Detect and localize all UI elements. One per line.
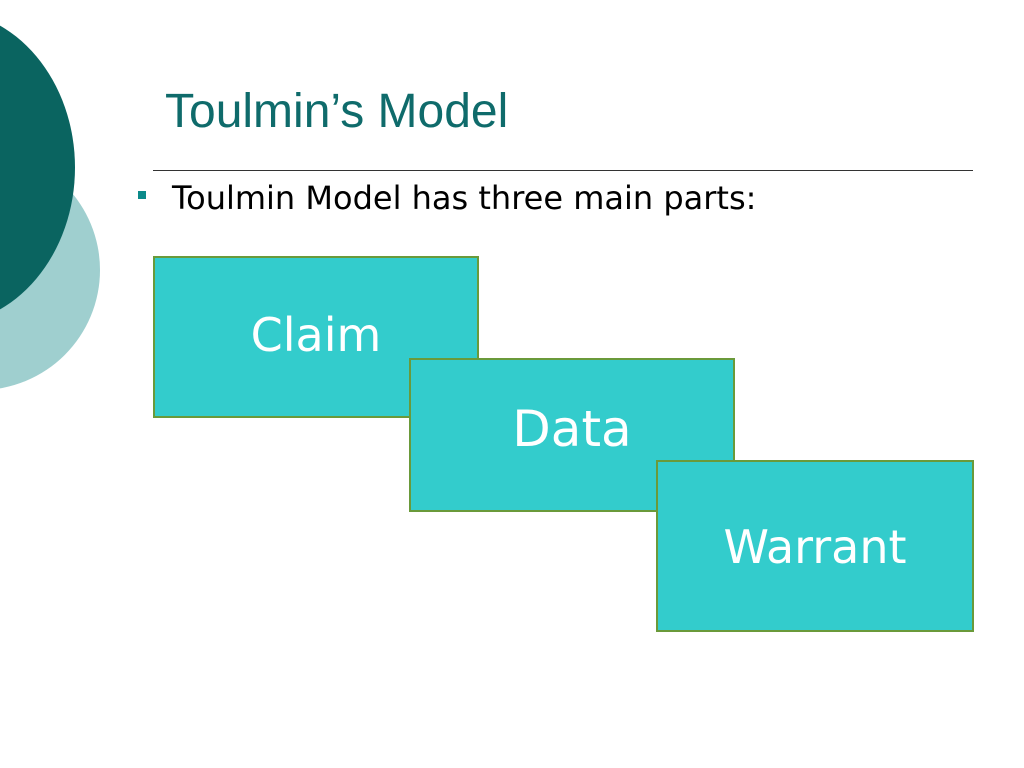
square-bullet-icon	[138, 191, 146, 199]
slide-title: Toulmin’s Model	[165, 85, 509, 138]
warrant-box: Warrant	[656, 460, 974, 632]
data-label: Data	[512, 400, 632, 458]
bullet-text: Toulmin Model has three main parts:	[172, 179, 757, 217]
claim-label: Claim	[250, 308, 382, 362]
warrant-label: Warrant	[723, 520, 907, 574]
title-divider	[153, 170, 973, 171]
